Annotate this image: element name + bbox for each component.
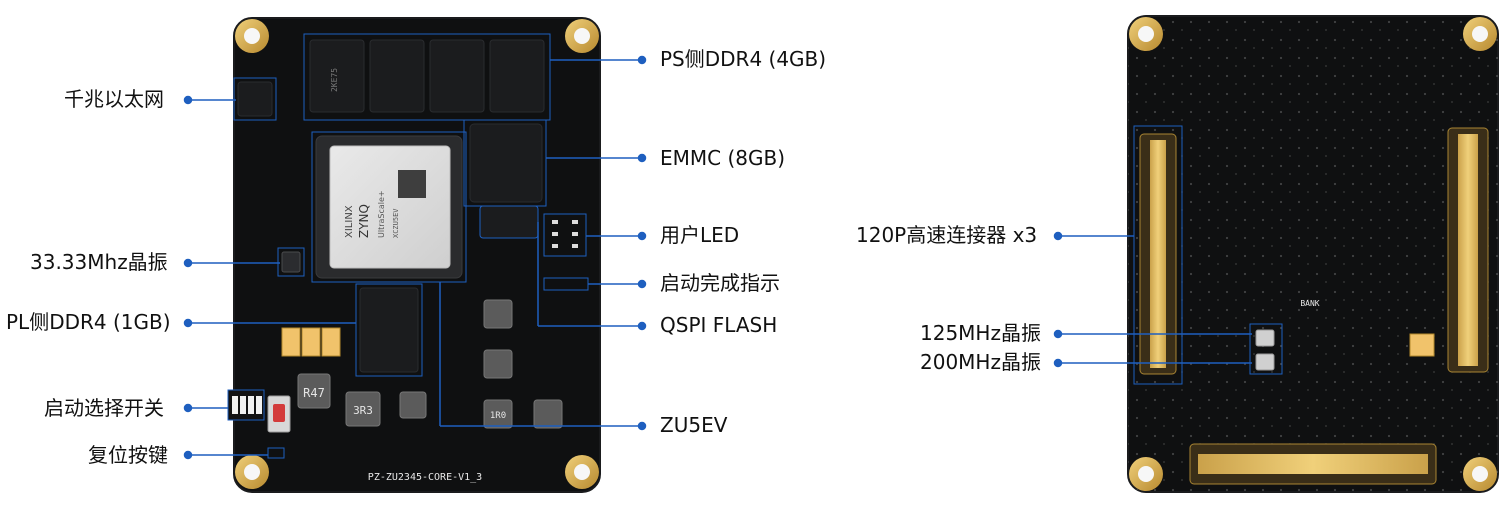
callout-osc-33: 33.33Mhz晶振	[30, 250, 168, 274]
callout-osc-125: 125MHz晶振	[920, 321, 1041, 345]
inductor-r47-text: R47	[303, 386, 325, 400]
left-board: 2KE75 XILINX ZYNQ UltraScale+ XCZU5EV	[227, 17, 601, 493]
right-board: BANK	[1127, 15, 1499, 493]
callout-emmc: EMMC (8GB)	[660, 146, 786, 170]
callout-osc-200: 200MHz晶振	[920, 350, 1041, 374]
inductor-3r3-text: 3R3	[353, 404, 373, 417]
ethernet-phy-chip	[237, 81, 273, 117]
power-components: R47 3R3 1R0	[281, 299, 563, 429]
callout-connectors	[183, 55, 1252, 460]
ddr-marking: 2KE75	[330, 68, 339, 92]
left-board-highlight-boxes	[233, 33, 551, 377]
oscillator-33-part	[281, 251, 301, 273]
callout-boot-select: 启动选择开关	[44, 396, 164, 420]
mounting-holes-left	[235, 19, 599, 489]
right-board-silkscreen: BANK	[1300, 299, 1319, 308]
zu5ev-fpga: XILINX ZYNQ UltraScale+ XCZU5EV	[315, 135, 463, 279]
callout-zu5ev: ZU5EV	[660, 413, 728, 437]
board-silkscreen-title: PZ-ZU2345-CORE-V1_3	[368, 472, 482, 483]
callout-pl-ddr4: PL侧DDR4 (1GB)	[6, 310, 171, 334]
callout-qspi-flash: QSPI FLASH	[660, 313, 778, 337]
qspi-flash-chip	[479, 205, 539, 239]
boot-switch	[227, 389, 265, 421]
pl-ddr4-chip	[359, 287, 419, 373]
user-leds	[543, 213, 587, 257]
fpga-series-text: UltraScale+	[377, 190, 386, 238]
oscillators-right	[1249, 323, 1283, 375]
right-board-gold-part	[1409, 333, 1435, 357]
reset-button-part	[267, 395, 291, 459]
fpga-family-text: ZYNQ	[357, 204, 371, 238]
callout-ps-ddr4: PS侧DDR4 (4GB)	[660, 47, 827, 71]
callout-gigabit-ethernet: 千兆以太网	[64, 87, 164, 111]
ps-ddr4-chips: 2KE75	[309, 39, 545, 113]
emmc-chip	[469, 123, 543, 203]
callout-120p-connectors: 120P高速连接器 x3	[856, 223, 1038, 247]
fpga-brand-text: XILINX	[344, 205, 355, 238]
high-speed-connectors	[1133, 125, 1489, 485]
fpga-part-text: XCZU5EV	[392, 208, 400, 238]
inductor-1r0-text: 1R0	[490, 411, 506, 421]
callout-user-led: 用户LED	[660, 223, 740, 247]
mounting-holes-right	[1129, 17, 1497, 491]
callout-boot-done: 启动完成指示	[660, 271, 780, 295]
callout-reset-button: 复位按键	[88, 443, 168, 467]
